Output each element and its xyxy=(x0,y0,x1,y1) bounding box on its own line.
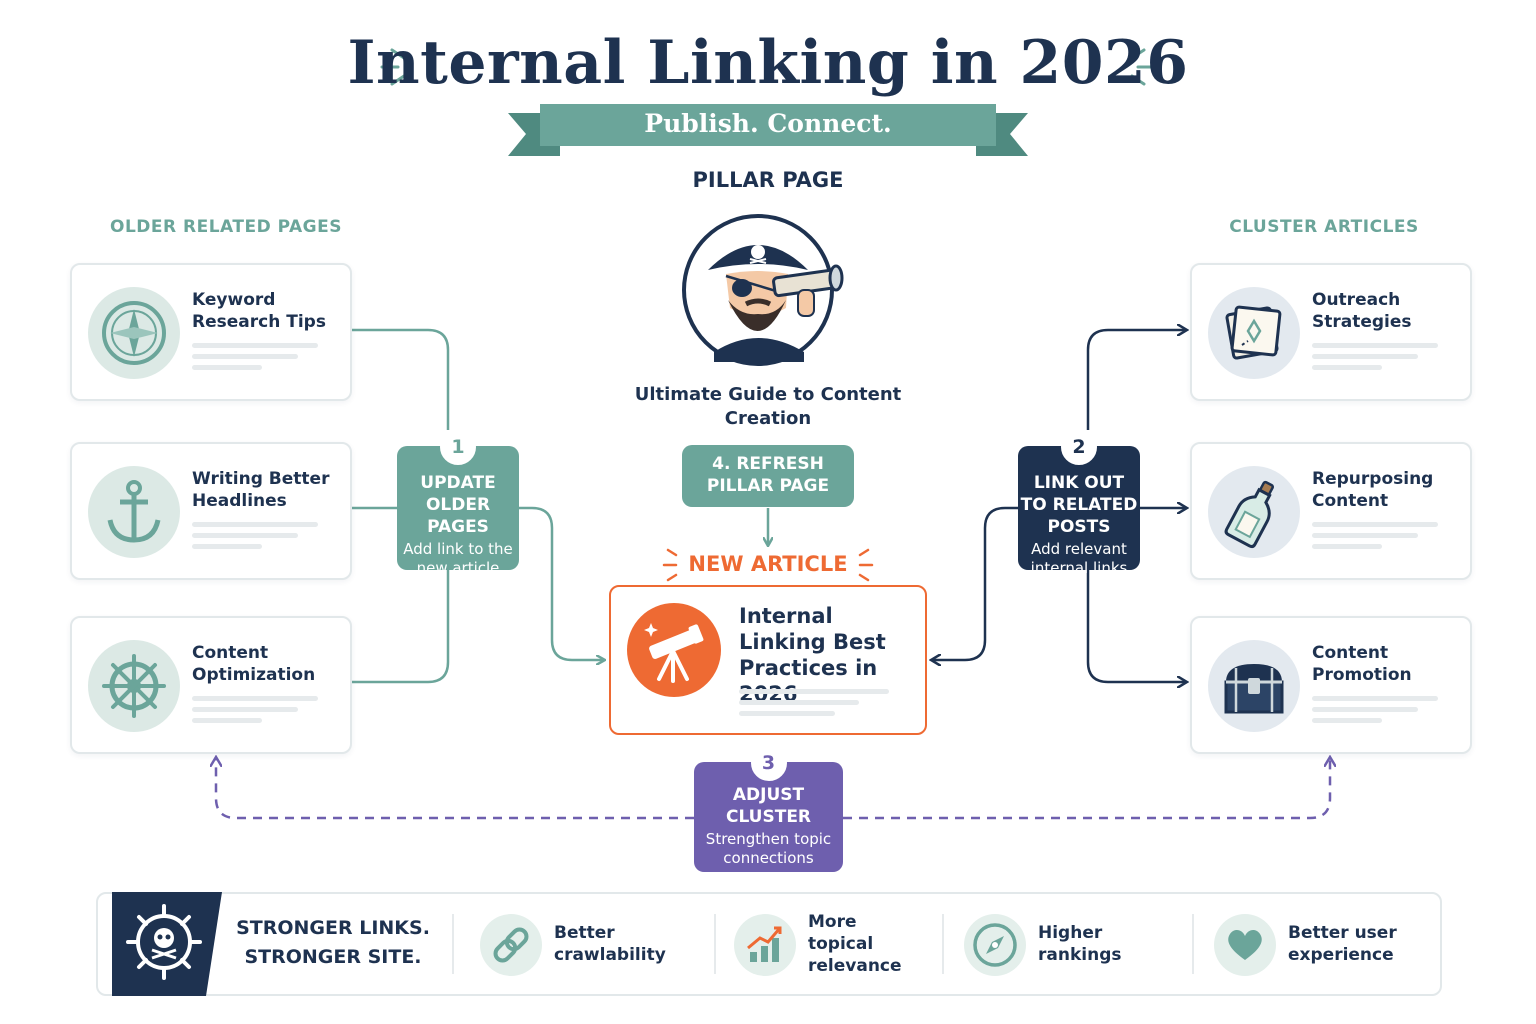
left-column-heading: OLDER RELATED PAGES xyxy=(110,217,342,237)
right-card-title: Repurposing Content xyxy=(1312,469,1434,511)
step1-update-older-pages: 1 UPDATE OLDER PAGES Add link to the new… xyxy=(397,429,519,577)
step3-number: 3 xyxy=(750,745,787,781)
page-subtitle: Publish. Connect. Strengthen. xyxy=(644,109,892,178)
wire-optimization-to-step1 xyxy=(349,570,450,684)
treasure-map-icon xyxy=(1208,287,1300,379)
wire-step3-to-right xyxy=(843,758,1330,820)
new-article-card[interactable]: Internal Linking Best Practices in 2026 xyxy=(609,585,927,735)
step2-number: 2 xyxy=(1061,429,1097,465)
left-card-optimization[interactable]: Content Optimization xyxy=(70,616,352,754)
right-column-heading: CLUSTER ARTICLES xyxy=(1229,217,1419,237)
step3-desc: Strengthen topic connections xyxy=(705,830,832,867)
anchor-icon xyxy=(88,466,180,558)
compass-icon xyxy=(964,914,1026,976)
feature-label: Better crawlability xyxy=(554,923,666,965)
left-card-title: Keyword Research Tips xyxy=(192,290,326,332)
left-card-headlines[interactable]: Writing Better Headlines xyxy=(70,442,352,580)
right-card-title: Content Promotion xyxy=(1312,643,1412,685)
page-title: Internal Linking in 2026 xyxy=(347,28,1189,98)
footer-slogan: STRONGER LINKS. STRONGER SITE. xyxy=(236,917,430,968)
feature-label: More topical relevance xyxy=(808,912,902,976)
pillar-heading: PILLAR PAGE xyxy=(692,168,844,192)
link-icon xyxy=(480,914,542,976)
ship-wheel-icon xyxy=(88,640,180,732)
step4-heading: 4. REFRESH PILLAR PAGE xyxy=(706,454,830,496)
wire-step1-to-new xyxy=(519,506,604,660)
pirate-spyglass-icon xyxy=(680,212,856,368)
telescope-icon xyxy=(627,603,721,697)
growth-chart-icon xyxy=(734,914,796,976)
subtitle-ribbon xyxy=(508,104,1028,156)
right-card-title: Outreach Strategies xyxy=(1312,290,1412,332)
ship-wheel-skull-icon xyxy=(112,892,222,996)
step1-heading: UPDATE OLDER PAGES xyxy=(420,473,496,537)
heart-icon xyxy=(1214,914,1276,976)
feature-label: Higher rankings xyxy=(1038,923,1122,965)
new-article-label: NEW ARTICLE xyxy=(688,552,848,576)
message-bottle-icon xyxy=(1208,466,1300,558)
left-card-keyword[interactable]: Keyword Research Tips xyxy=(70,263,352,401)
wire-step3-to-left xyxy=(216,758,694,820)
right-card-outreach[interactable]: Outreach Strategies xyxy=(1190,263,1472,401)
step2-link-out: 2 LINK OUT TO RELATED POSTS Add relevant… xyxy=(1018,429,1140,577)
step2-heading: LINK OUT TO RELATED POSTS xyxy=(1020,473,1138,537)
pillar-title: Ultimate Guide to Content Creation xyxy=(634,384,902,429)
step4-refresh-pillar: 4. REFRESH PILLAR PAGE xyxy=(682,445,854,507)
feature-label: Better user experience xyxy=(1288,923,1397,965)
left-card-title: Writing Better Headlines xyxy=(192,469,330,511)
footer-main: STRONGER LINKS. STRONGER SITE. xyxy=(98,892,438,996)
step2-desc: Add relevant internal links xyxy=(1030,540,1128,577)
step1-desc: Add link to the new article xyxy=(403,540,513,577)
compass-icon xyxy=(88,287,180,379)
wire-step2-to-new xyxy=(932,506,1018,660)
wire-step2-to-promotion xyxy=(1086,570,1186,682)
left-card-title: Content Optimization xyxy=(192,643,316,685)
treasure-chest-icon xyxy=(1208,640,1300,732)
wire-keyword-to-step1 xyxy=(349,328,450,430)
step3-heading: ADJUST CLUSTER xyxy=(725,785,812,827)
step1-number: 1 xyxy=(440,429,476,465)
right-card-repurposing[interactable]: Repurposing Content xyxy=(1190,442,1472,580)
footer-benefits-bar: STRONGER LINKS. STRONGER SITE. Better cr… xyxy=(96,892,1442,996)
new-article-title: Internal Linking Best Practices in 2026 xyxy=(739,604,886,706)
right-card-promotion[interactable]: Content Promotion xyxy=(1190,616,1472,754)
wire-step2-to-outreach xyxy=(1086,330,1186,430)
step3-adjust-cluster: 3 ADJUST CLUSTER Strengthen topic connec… xyxy=(694,745,843,872)
